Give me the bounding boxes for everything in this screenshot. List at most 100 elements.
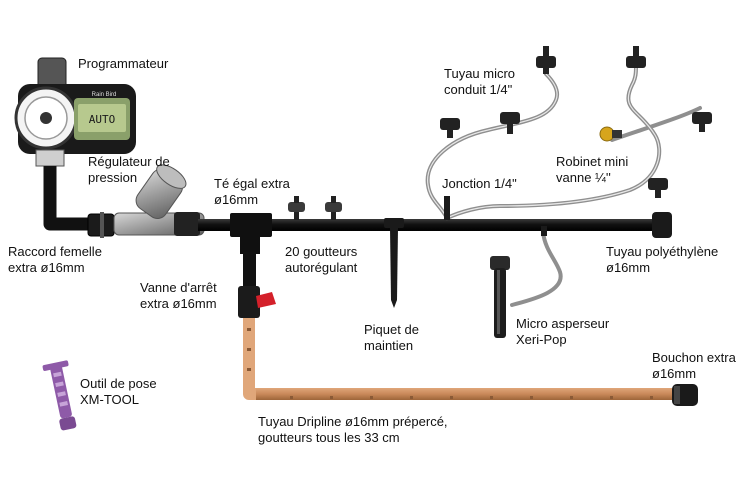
label-valve-line1: Vanne d'arrêt [140, 280, 217, 295]
pe-pipe-end-cap [652, 212, 672, 238]
sprinkler-tube-connector [541, 226, 547, 236]
tee-fitting [230, 213, 272, 254]
label-micro-sprinkler-line1: Micro asperseur [516, 316, 610, 331]
label-end-cap: Bouchon extra ø16mm [652, 350, 736, 382]
micro-dripper-stem [507, 124, 513, 134]
label-end-cap-line1: Bouchon extra [652, 350, 736, 365]
dripline-emitter [570, 396, 573, 399]
label-micro-tube-line2: conduit 1/4" [444, 82, 513, 97]
valve-handle[interactable] [256, 292, 276, 308]
label-pe-pipe: Tuyau polyéthylène ø16mm [606, 244, 718, 276]
support-stake [384, 218, 404, 308]
dripline-pipe [243, 318, 676, 400]
label-female-fitting: Raccord femelle extra ø16mm [8, 244, 102, 276]
micro-tube-right-highlight [446, 65, 660, 219]
dripper-outlet [331, 196, 336, 203]
end-cap-ring [674, 386, 680, 404]
controller-dial-knob [40, 112, 52, 124]
dripline-emitters [247, 328, 653, 399]
dripper-1 [288, 196, 305, 220]
dripper-stem [331, 212, 336, 220]
micro-dripper-4 [626, 46, 646, 68]
controller: AUTO Rain Bird [14, 57, 136, 167]
tool-grip [57, 391, 66, 397]
junction-body [444, 196, 450, 220]
dripline-emitter [490, 396, 493, 399]
micro-dripper-top [543, 46, 549, 56]
label-drippers-line1: 20 goutteurs [285, 244, 358, 259]
label-stake-line1: Piquet de [364, 322, 419, 337]
dripper-head [288, 202, 305, 212]
junction-fitting [444, 196, 450, 220]
stake-spike [390, 228, 398, 308]
micro-dripper-head [648, 178, 668, 190]
micro-sprinkler [490, 256, 510, 338]
tee-branch [240, 230, 260, 254]
sprinkler-cap [490, 256, 510, 270]
label-stake-line2: maintien [364, 338, 414, 353]
micro-dripper-stem [447, 130, 453, 138]
label-micro-sprinkler-line2: Xeri-Pop [516, 332, 567, 347]
tool-grip [59, 401, 68, 407]
controller-brand-logo: Rain Bird [92, 92, 117, 98]
pe-pipe-drop [243, 252, 256, 290]
label-micro-tube-line1: Tuyau micro [444, 66, 516, 81]
label-controller: Programmateur [78, 56, 169, 71]
label-dripline-line2: goutteurs tous les 33 cm [258, 430, 400, 445]
label-tee-line1: Té égal extra [214, 176, 290, 191]
label-tool-line1: Outil de pose [80, 376, 157, 391]
tool-tip [59, 416, 77, 431]
regulator-cap [156, 164, 187, 189]
label-regulator-line2: pression [88, 170, 138, 185]
dripline-emitter [370, 396, 373, 399]
regulator-outlet-nut [174, 212, 200, 236]
pressure-regulator [113, 164, 205, 236]
micro-dripper-head [440, 118, 460, 130]
micro-dripper-head [536, 56, 556, 68]
controller-screen-text: AUTO [89, 113, 116, 126]
female-fitting [87, 212, 115, 238]
controller-screen [78, 104, 126, 132]
label-tool-line2: XM-TOOL [80, 392, 139, 407]
micro-dripper-top [633, 46, 639, 56]
shutoff-valve[interactable] [238, 286, 276, 318]
label-tool: Outil de pose XM-TOOL [80, 376, 157, 408]
mini-tap[interactable] [599, 126, 622, 142]
label-drippers-line2: autorégulant [285, 260, 358, 275]
micro-dripper-stem [699, 124, 705, 132]
installation-tool [42, 360, 77, 431]
dripline-emitter [610, 396, 613, 399]
micro-dripper-stem [655, 190, 661, 198]
label-tee-line2: ø16mm [214, 192, 259, 207]
dripline-emitter [247, 368, 251, 371]
mini-tap-body [612, 130, 622, 138]
mini-tap-knob[interactable] [599, 126, 615, 142]
tool-handle [50, 364, 72, 419]
label-drippers: 20 goutteurs autorégulant [285, 244, 357, 276]
micro-dripper-head [500, 112, 520, 124]
label-mini-tap: Robinet mini vanne ¼'' [556, 154, 628, 186]
label-pe-pipe-line1: Tuyau polyéthylène [606, 244, 719, 259]
label-tee: Té égal extra ø16mm [214, 176, 290, 208]
micro-dripper-2 [500, 112, 520, 134]
dripline-emitter [247, 348, 251, 351]
sprinkler-highlight [497, 270, 500, 334]
label-dripline: Tuyau Dripline ø16mm prépercé, goutteurs… [258, 414, 448, 446]
micro-dripper-head [626, 56, 646, 68]
female-fitting-ring [100, 212, 104, 238]
label-stake: Piquet de maintien [364, 322, 419, 354]
label-regulator: Régulateur de pression [88, 154, 170, 186]
label-valve-line2: extra ø16mm [140, 296, 217, 311]
label-dripline-line1: Tuyau Dripline ø16mm prépercé, [258, 414, 448, 429]
dripper-stem [294, 212, 299, 220]
tool-top [42, 360, 69, 371]
label-regulator-line1: Régulateur de [88, 154, 170, 169]
dripper-2 [325, 196, 342, 220]
stake-clip [384, 218, 404, 228]
label-female-fitting-line2: extra ø16mm [8, 260, 85, 275]
micro-dripper-3 [536, 46, 556, 74]
dripline-emitter [650, 396, 653, 399]
dripline-emitter [247, 328, 251, 331]
